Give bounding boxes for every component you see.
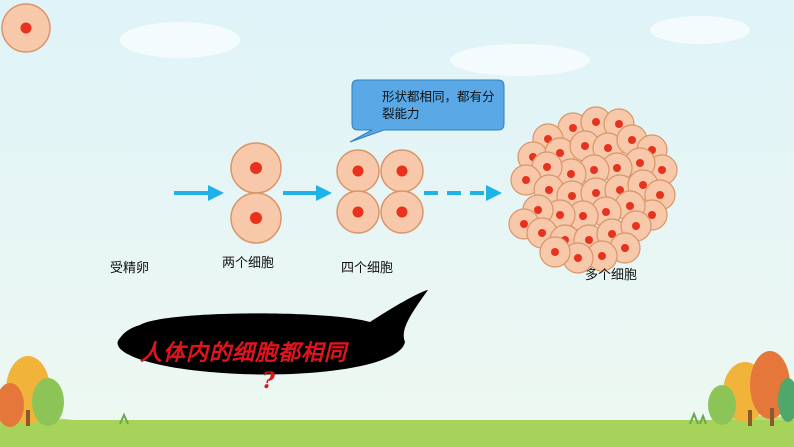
stage-label-fertilized-egg: 受精卵 bbox=[110, 261, 150, 276]
cell bbox=[336, 190, 380, 234]
arrow-3-dashed bbox=[424, 185, 502, 201]
cell bbox=[336, 149, 380, 193]
cell bbox=[586, 240, 618, 272]
speech-bubble-text: 形状都相同，都有分裂能力 bbox=[382, 89, 495, 121]
cell bbox=[230, 192, 282, 244]
arrow-2 bbox=[283, 185, 332, 201]
two-cells-group bbox=[230, 142, 282, 244]
cloud bbox=[120, 16, 750, 76]
cell bbox=[380, 149, 424, 193]
arrow-1 bbox=[174, 185, 224, 201]
question-bubble bbox=[117, 290, 428, 375]
stage-label-four-cells: 四个细胞 bbox=[341, 261, 394, 276]
cell bbox=[380, 190, 424, 234]
stage-label-two-cells: 两个细胞 bbox=[222, 256, 275, 271]
question-text: 人体内的细胞都相同 bbox=[140, 340, 348, 366]
speech-bubble bbox=[349, 79, 505, 143]
bottom-scenery bbox=[0, 351, 794, 447]
cell bbox=[230, 142, 282, 194]
four-cells-group bbox=[336, 149, 424, 234]
stage-label-many-cells: 多个细胞 bbox=[585, 268, 638, 283]
fertilized-egg-cell bbox=[1, 3, 51, 53]
many-cells-group bbox=[508, 106, 678, 274]
question-mark: ? bbox=[262, 368, 275, 394]
cell bbox=[539, 236, 571, 268]
